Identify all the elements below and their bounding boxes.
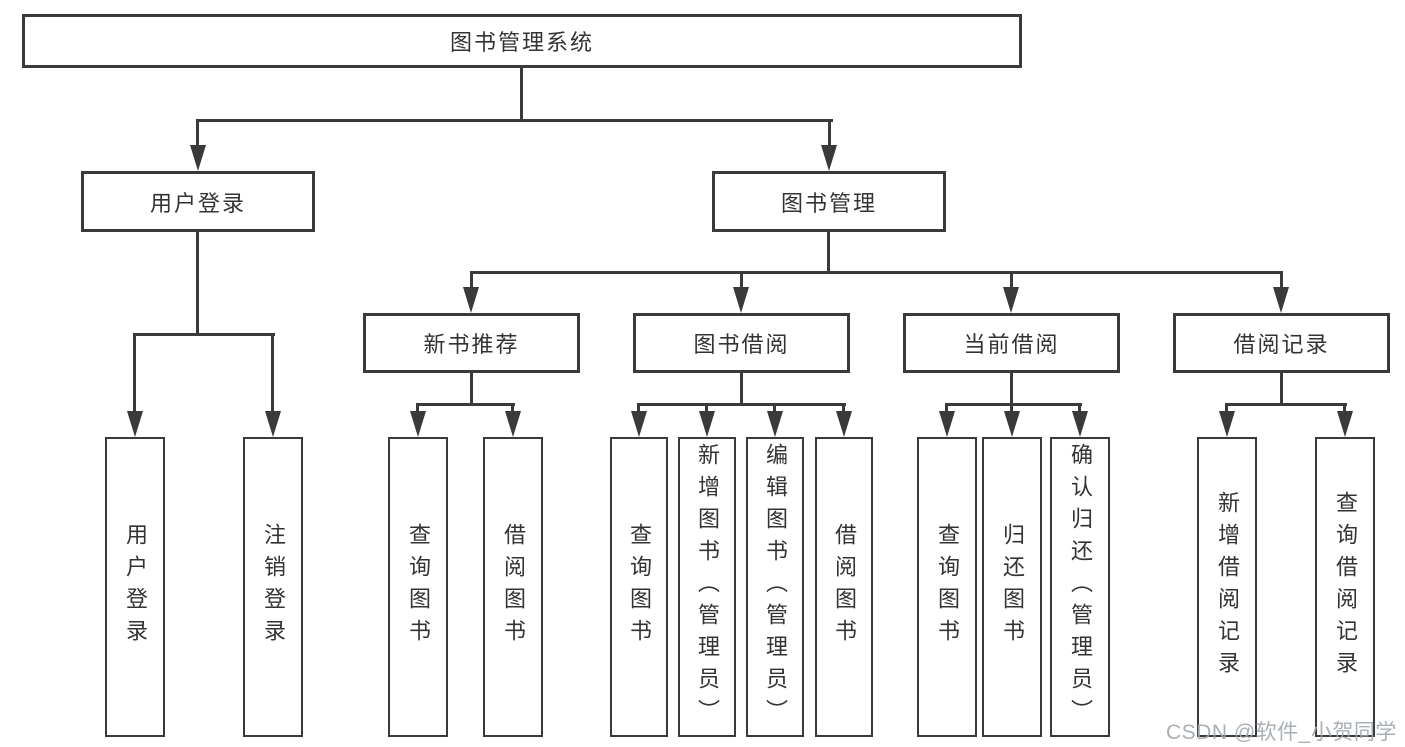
node-borrowing-records: 借阅记录 — [1173, 313, 1390, 373]
leaf-confirm-return-admin: 确认归还（管理员） — [1050, 437, 1110, 737]
arrow-down-icon — [699, 411, 715, 437]
connector-user-login-stem — [196, 232, 199, 336]
arrow-down-icon — [190, 145, 206, 171]
arrow-down-icon — [1219, 411, 1235, 437]
arrow-down-icon — [463, 287, 479, 313]
leaf-query-books-recommend: 查询图书 — [388, 437, 448, 737]
leaf-query-books-borrowing: 查询图书 — [610, 437, 668, 737]
leaf-add-book-admin: 新增图书（管理员） — [678, 437, 736, 737]
connector-branch-drop — [1280, 271, 1283, 289]
connector-leaf-drop — [1225, 403, 1228, 413]
connector-branch-drop — [740, 271, 743, 289]
leaf-user-login: 用户登录 — [105, 437, 165, 737]
connector-book-mgmt-drop — [828, 119, 831, 147]
connector-user-login-drop — [196, 119, 199, 147]
connector-user-login-rail — [133, 333, 275, 336]
leaf-add-borrow-record: 新增借阅记录 — [1197, 437, 1257, 737]
connector-leaf-drop — [511, 403, 514, 413]
node-current-borrowing: 当前借阅 — [903, 313, 1120, 373]
arrow-down-icon — [821, 145, 837, 171]
arrow-down-icon — [1003, 287, 1019, 313]
connector-leaf-drop — [637, 403, 640, 413]
arrow-down-icon — [410, 411, 426, 437]
arrow-down-icon — [733, 287, 749, 313]
arrow-down-icon — [767, 411, 783, 437]
node-book-borrowing: 图书借阅 — [633, 313, 850, 373]
arrow-down-icon — [127, 411, 143, 437]
connector-stem — [1010, 373, 1013, 406]
node-book-management: 图书管理 — [712, 171, 946, 232]
connector-stem — [470, 373, 473, 406]
leaf-return-book: 归还图书 — [982, 437, 1042, 737]
connector-leaf-drop — [416, 403, 419, 413]
connector-branch-drop — [470, 271, 473, 289]
leaf-edit-book-admin: 编辑图书（管理员） — [746, 437, 804, 737]
arrow-down-icon — [1273, 287, 1289, 313]
connector-branch-drop — [1010, 271, 1013, 289]
csdn-watermark: CSDN @软件_小贺同学 — [1166, 721, 1397, 744]
connector-root-stem — [520, 68, 523, 121]
connector-leaf-drop — [1343, 403, 1346, 413]
arrow-down-icon — [265, 411, 281, 437]
connector-leaf-drop — [1078, 403, 1081, 413]
connector-leaf-drop — [1010, 403, 1013, 413]
connector-leaf-drop — [773, 403, 776, 413]
connector-leaf-drop — [945, 403, 948, 413]
connector-rail — [416, 403, 515, 406]
connector-stem — [1280, 373, 1283, 406]
connector-rail — [637, 403, 846, 406]
connector-leaf-drop — [133, 333, 136, 413]
leaf-logout: 注销登录 — [243, 437, 303, 737]
arrow-down-icon — [631, 411, 647, 437]
arrow-down-icon — [1337, 411, 1353, 437]
leaf-query-borrow-record: 查询借阅记录 — [1315, 437, 1375, 737]
leaf-query-books-current: 查询图书 — [917, 437, 977, 737]
node-user-login: 用户登录 — [81, 171, 315, 232]
leaf-borrow-books-recommend: 借阅图书 — [483, 437, 543, 737]
connector-book-mgmt-stem — [827, 232, 830, 274]
connector-rail — [1225, 403, 1347, 406]
connector-rail — [945, 403, 1082, 406]
arrow-down-icon — [1004, 411, 1020, 437]
arrow-down-icon — [505, 411, 521, 437]
node-library-management-system: 图书管理系统 — [22, 14, 1022, 68]
leaf-borrow-books: 借阅图书 — [815, 437, 873, 737]
node-new-book-recommend: 新书推荐 — [363, 313, 580, 373]
connector-leaf-drop — [271, 333, 274, 413]
arrow-down-icon — [939, 411, 955, 437]
connector-stem — [740, 373, 743, 406]
connector-leaf-drop — [842, 403, 845, 413]
connector-level3-rail — [470, 271, 1283, 274]
arrow-down-icon — [1072, 411, 1088, 437]
connector-level1-rail — [197, 119, 833, 122]
connector-leaf-drop — [705, 403, 708, 413]
arrow-down-icon — [836, 411, 852, 437]
